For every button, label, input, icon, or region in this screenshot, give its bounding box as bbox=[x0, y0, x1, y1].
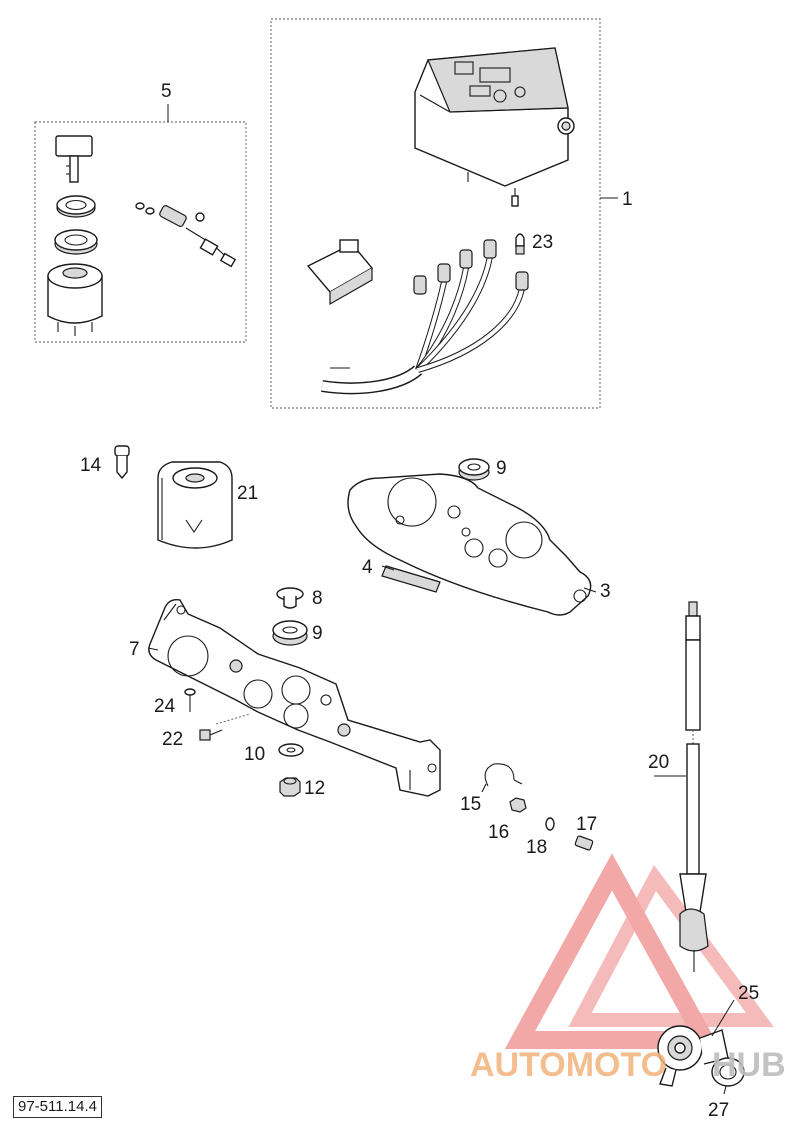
part-9-grommet-icon bbox=[272, 620, 308, 646]
callout-8: 8 bbox=[312, 588, 323, 609]
drawing-code: 97-511.14.4 bbox=[13, 1096, 102, 1118]
part-21-holder-icon bbox=[157, 461, 233, 549]
callout-10: 10 bbox=[244, 744, 265, 765]
part-3-gasket-icon bbox=[347, 473, 592, 616]
callout-21: 21 bbox=[237, 483, 258, 504]
callout-4: 4 bbox=[362, 557, 373, 578]
part-27-washer-icon bbox=[711, 1057, 745, 1087]
callout-17: 17 bbox=[576, 814, 597, 835]
speedometer-housing-icon bbox=[414, 47, 575, 207]
callout-15: 15 bbox=[460, 794, 481, 815]
callout-1: 1 bbox=[622, 189, 633, 210]
part-4-strip-icon bbox=[381, 565, 441, 593]
callout-18: 18 bbox=[526, 837, 547, 858]
part-12-nut-icon bbox=[279, 777, 301, 797]
part-9-grommet-top-icon bbox=[458, 458, 490, 481]
watermark-text-part1: AUTOMOTO bbox=[470, 1046, 667, 1084]
part-8-bushing-icon bbox=[276, 587, 304, 609]
callout-20: 20 bbox=[648, 752, 669, 773]
ignition-lock-assembly bbox=[34, 104, 247, 343]
callout-labels: 5 1 23 14 21 9 4 3 8 9 7 24 22 10 12 20 … bbox=[80, 81, 759, 1121]
callout-23: 23 bbox=[532, 232, 553, 253]
part-24-screw-icon bbox=[184, 688, 196, 712]
callout-7: 7 bbox=[129, 639, 140, 660]
callout-27: 27 bbox=[708, 1100, 729, 1121]
part-22-bolt-icon bbox=[199, 713, 251, 741]
callout-9: 9 bbox=[312, 623, 323, 644]
watermark-text: AUTOMOTO HUB bbox=[470, 1046, 786, 1084]
bulb-icon bbox=[515, 233, 525, 255]
part-10-washer-icon bbox=[278, 743, 304, 757]
callout-9-top: 9 bbox=[496, 458, 507, 479]
seal-ring-icon bbox=[56, 195, 96, 218]
wiring-harness-icon bbox=[306, 239, 529, 395]
leader-lines bbox=[147, 565, 735, 1095]
instrument-cluster-assembly bbox=[270, 18, 618, 409]
part-14-pin-icon bbox=[114, 445, 130, 480]
callout-14: 14 bbox=[80, 455, 102, 476]
callout-12: 12 bbox=[304, 778, 325, 799]
group-box-1 bbox=[270, 18, 601, 409]
part-17-bolt-icon bbox=[574, 835, 594, 851]
watermark-logo bbox=[504, 853, 774, 1049]
group-box-5 bbox=[34, 121, 247, 343]
part-16-nut-icon bbox=[509, 797, 527, 813]
lock-cable-icon bbox=[135, 202, 237, 268]
nut-ring-icon bbox=[54, 229, 98, 255]
part-15-clip-icon bbox=[481, 763, 523, 793]
callout-3: 3 bbox=[600, 581, 611, 602]
callout-25: 25 bbox=[738, 983, 759, 1004]
callout-16: 16 bbox=[488, 822, 509, 843]
part-25-speedo-drive-icon bbox=[657, 1025, 729, 1087]
callout-5: 5 bbox=[161, 81, 172, 102]
part-20-speedometer-cable-icon bbox=[679, 601, 709, 972]
callout-24: 24 bbox=[154, 696, 176, 717]
part-18-washer-icon bbox=[545, 817, 555, 831]
callout-22: 22 bbox=[162, 729, 183, 750]
ignition-switch-icon bbox=[47, 263, 103, 336]
key-icon bbox=[55, 135, 93, 183]
part-7-bracket-icon bbox=[148, 599, 441, 797]
watermark-text-part2: HUB bbox=[712, 1046, 786, 1084]
